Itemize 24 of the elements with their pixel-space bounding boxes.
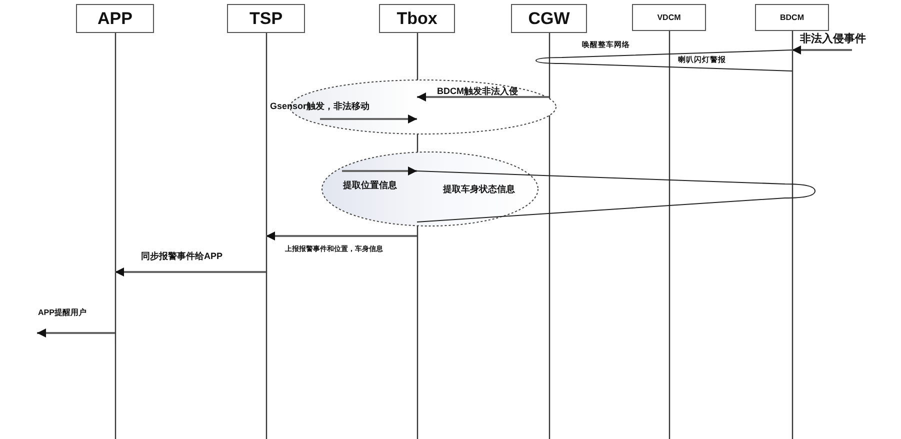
arrow	[37, 328, 115, 338]
message-label: 非法入侵事件	[800, 33, 866, 46]
message-label: APP提醒用户	[38, 308, 86, 318]
participant-box: BDCM	[755, 4, 829, 31]
participant-box: Tbox	[379, 4, 455, 33]
loop-line	[536, 60, 792, 72]
participant-box: CGW	[511, 4, 587, 33]
loop-line	[416, 190, 816, 222]
participant-box: TSP	[227, 4, 305, 33]
arrow	[417, 92, 549, 102]
message-label: 同步报警事件给APP	[141, 251, 223, 262]
participant-box: APP	[76, 4, 154, 33]
arrow	[320, 114, 417, 124]
arrow	[342, 166, 417, 176]
participant-box: VDCM	[632, 4, 706, 31]
message-label: BDCM触发非法入侵	[437, 86, 518, 96]
message-label: 提取位置信息	[343, 180, 397, 190]
arrow	[266, 232, 417, 240]
arrow	[115, 268, 266, 276]
loop-line	[536, 50, 792, 61]
message-label: 提取车身状态信息	[443, 184, 515, 194]
loop-line	[416, 170, 816, 192]
arrow	[792, 46, 852, 54]
message-label: Gsensor触发，非法移动	[270, 101, 370, 112]
